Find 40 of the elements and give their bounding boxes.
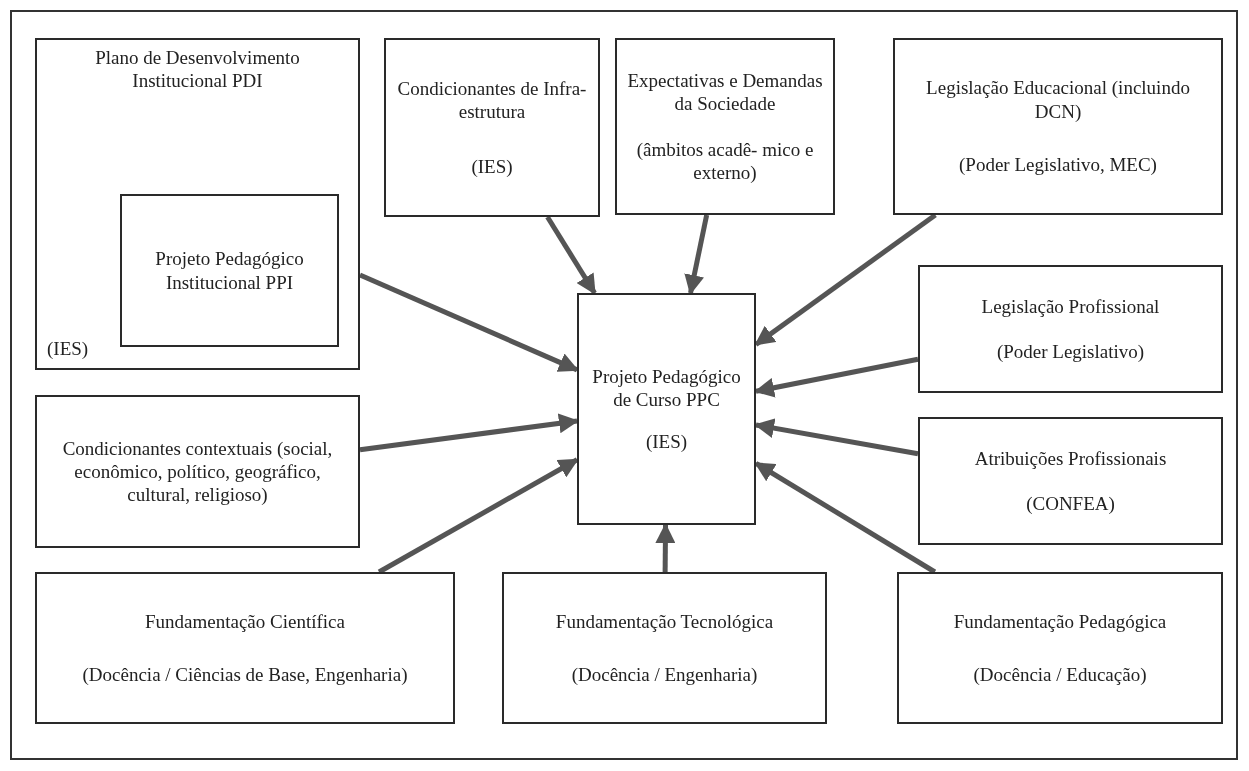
node-title: Projeto Pedagógico de Curso PPC [591, 365, 742, 412]
arrow [377, 457, 579, 575]
text-box [918, 417, 1223, 545]
arrow [359, 413, 579, 453]
text-box [35, 572, 455, 724]
arrow [655, 523, 676, 572]
text-box [897, 572, 1223, 724]
node-subtitle: (âmbitos acadê- mico e externo) [635, 137, 815, 185]
node-subtitle: (Poder Legislativo, MEC) [959, 153, 1157, 177]
node-title: Legislação Profissional [981, 294, 1160, 319]
text-box [577, 293, 756, 525]
text-box [35, 38, 360, 370]
text-box [35, 395, 360, 548]
node-subtitle: (Docência / Educação) [973, 662, 1147, 687]
node-title: Fundamentação Pedagógica [953, 609, 1167, 634]
node-title: Plano de Desenvolvimento Institucional PDI [94, 46, 301, 93]
arrow [359, 272, 579, 373]
text-box [918, 265, 1223, 393]
node-title: Projeto Pedagógico Institucional PPI [154, 247, 305, 294]
node-title: Condicionantes contextuais (social, econômico, político, geográfico, cultural, religioso) [61, 436, 334, 507]
node-subtitle: (Poder Legislativo) [996, 339, 1145, 364]
node-title: Condicionantes de Infra-estrutura [396, 77, 588, 124]
node-title: Expectativas e Demandas da Sociedade [627, 68, 823, 116]
node-subtitle: (Docência / Ciências de Base, Engenharia) [82, 662, 408, 687]
text-box [893, 38, 1223, 215]
node-subtitle: (IES) [471, 154, 513, 178]
node-subtitle: (IES) [645, 429, 688, 453]
text-box [615, 38, 835, 215]
node-subtitle: (Docência / Engenharia) [571, 662, 758, 687]
text-box [502, 572, 827, 724]
node-subtitle: (CONFEA) [1026, 491, 1115, 516]
node-title: Atribuições Profissionais [974, 446, 1167, 471]
node-title: Legislação Educacional (incluindo DCN) [925, 76, 1191, 123]
node-title: Fundamentação Tecnológica [555, 609, 774, 634]
node-label: (IES) [47, 336, 89, 360]
arrow [545, 215, 597, 295]
arrow [684, 214, 710, 295]
text-box [120, 194, 339, 347]
text-box [384, 38, 600, 217]
node-title: Fundamentação Científica [145, 609, 345, 634]
